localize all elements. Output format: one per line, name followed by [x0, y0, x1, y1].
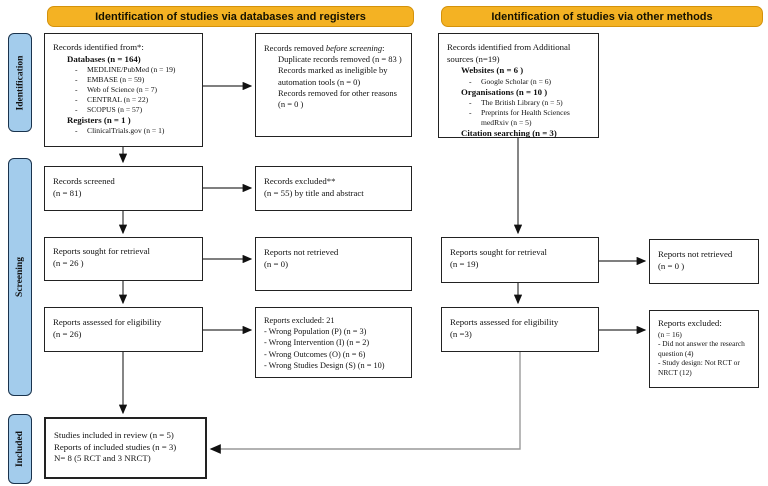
databases-heading: Databases (n = 164)	[67, 53, 141, 64]
box-records-removed: Records removed before screening: Duplic…	[255, 33, 412, 137]
excluded-reason: - Did not answer the research question (…	[658, 339, 745, 358]
excluded-reason: - Study design: Not RCT or NRCT (12)	[658, 358, 740, 378]
register-item: - ClinicalTrials.gov (n = 1)	[53, 126, 194, 136]
stage-identification: Identification	[8, 33, 32, 132]
records-removed-title: Records removed before screening:	[264, 43, 403, 54]
organisation-item-label: The British Library (n = 5)	[481, 98, 563, 108]
banner-other-methods-label: Identification of studies via other meth…	[491, 10, 713, 23]
database-item-label: SCOPUS (n = 57)	[87, 104, 143, 114]
database-item: - Web of Science (n = 7)	[53, 85, 194, 95]
database-item: - EMBASE (n = 59)	[53, 75, 194, 85]
included-line: Studies included in review (n = 5)	[54, 430, 174, 440]
box-records-identified-databases: Records identified from*: Databases (n =…	[44, 33, 203, 147]
website-item: - Google Scholar (n = 6)	[447, 77, 590, 87]
removed-item: Records marked as ineligible by automati…	[278, 65, 388, 87]
reports-not-retrieved-label: Reports not retrieved	[658, 249, 733, 259]
dash-bullet: -	[75, 126, 78, 136]
records-removed-title-prefix: Records removed	[264, 43, 326, 53]
box-reports-excluded-databases: Reports excluded: 21 - Wrong Population …	[255, 307, 412, 378]
included-line: N= 8 (5 RCT and 3 NRCT)	[54, 453, 151, 464]
stage-screening-label: Screening	[15, 257, 25, 297]
dash-bullet: -	[75, 84, 78, 94]
reports-excluded-title: Reports excluded:	[658, 318, 722, 328]
included-line: Reports of included studies (n = 3)	[54, 441, 177, 452]
excluded-count: (n = 16)	[658, 329, 682, 339]
box-studies-included: Studies included in review (n = 5) Repor…	[44, 417, 207, 479]
other-records-intro: Records identified from Additional sourc…	[447, 42, 571, 64]
excluded-reason: - Wrong Outcomes (O) (n = 6)	[264, 349, 366, 359]
database-item: - SCOPUS (n = 57)	[53, 105, 194, 115]
box-records-screened: Records screened (n = 81)	[44, 166, 203, 211]
dash-bullet: -	[75, 75, 78, 85]
reports-assessed-label: Reports assessed for eligibility	[53, 317, 162, 327]
records-screened-count: (n = 81)	[53, 187, 82, 198]
stage-identification-label: Identification	[15, 55, 26, 110]
reports-sought-label: Reports sought for retrieval	[53, 246, 150, 256]
banner-databases-registers-label: Identification of studies via databases …	[95, 10, 366, 23]
removed-item: Duplicate records removed (n = 83 )	[278, 54, 402, 65]
reports-sought-count: (n = 26 )	[53, 257, 84, 268]
box-reports-sought-other: Reports sought for retrieval (n = 19)	[441, 237, 599, 283]
records-identified-intro: Records identified from*:	[53, 42, 144, 52]
dash-bullet: -	[75, 104, 78, 114]
reports-assessed-count: (n =3)	[450, 328, 472, 339]
dash-bullet: -	[75, 94, 78, 104]
excluded-reason: - Wrong Population (P) (n = 3)	[264, 327, 367, 337]
reports-excluded-title: Reports excluded: 21	[264, 316, 335, 325]
websites-heading: Websites (n = 6 )	[461, 65, 524, 76]
organisations-heading: Organisations (n = 10 )	[461, 86, 548, 97]
box-reports-not-retrieved-databases: Reports not retrieved (n = 0)	[255, 237, 412, 291]
records-excluded-label: Records excluded**	[264, 176, 336, 186]
stage-included: Included	[8, 414, 32, 484]
reports-not-retrieved-count: (n = 0 )	[658, 260, 685, 271]
reports-assessed-label: Reports assessed for eligibility	[450, 317, 559, 327]
box-records-identified-other: Records identified from Additional sourc…	[438, 33, 599, 138]
website-item-label: Google Scholar (n = 6)	[481, 76, 552, 86]
box-reports-not-retrieved-other: Reports not retrieved (n = 0 )	[649, 239, 759, 284]
stage-screening: Screening	[8, 158, 32, 396]
box-reports-assessed-other: Reports assessed for eligibility (n =3)	[441, 307, 599, 352]
reports-assessed-count: (n = 26)	[53, 328, 82, 339]
database-item-label: CENTRAL (n = 22)	[87, 94, 149, 104]
citation-searching-heading: Citation searching (n = 3)	[461, 127, 557, 138]
registers-heading: Registers (n = 1 )	[67, 114, 131, 125]
reports-not-retrieved-label: Reports not retrieved	[264, 247, 339, 257]
dash-bullet: -	[469, 98, 472, 108]
records-excluded-count: (n = 55) by title and abstract	[264, 187, 364, 198]
stage-included-label: Included	[15, 431, 25, 467]
excluded-reason: - Wrong Studies Design (S) (n = 10)	[264, 360, 385, 370]
box-reports-sought-databases: Reports sought for retrieval (n = 26 )	[44, 237, 203, 281]
database-item: - MEDLINE/PubMed (n = 19)	[53, 65, 194, 75]
box-reports-excluded-other: Reports excluded: (n = 16) - Did not ans…	[649, 310, 759, 388]
removed-item: Records removed for other reasons (n = 0…	[278, 87, 397, 110]
organisation-item: - The British Library (n = 5)	[447, 98, 590, 108]
database-item-label: MEDLINE/PubMed (n = 19)	[87, 65, 176, 75]
database-item-label: EMBASE (n = 59)	[87, 75, 145, 85]
excluded-reason: - Wrong Intervention (I) (n = 2)	[264, 338, 370, 348]
records-removed-title-suffix: :	[382, 43, 385, 53]
records-removed-title-italic: before screening	[325, 43, 383, 53]
banner-other-methods: Identification of studies via other meth…	[441, 6, 763, 27]
reports-not-retrieved-count: (n = 0)	[264, 258, 289, 269]
dash-bullet: -	[75, 65, 78, 75]
organisation-item: - Preprints for Health Sciences medRxiv …	[447, 108, 590, 128]
database-item: - CENTRAL (n = 22)	[53, 95, 194, 105]
banner-databases-registers: Identification of studies via databases …	[47, 6, 414, 27]
database-item-label: Web of Science (n = 7)	[87, 84, 158, 94]
reports-sought-label: Reports sought for retrieval	[450, 247, 547, 257]
box-reports-assessed-databases: Reports assessed for eligibility (n = 26…	[44, 307, 203, 352]
reports-sought-count: (n = 19)	[450, 258, 479, 269]
dash-bullet: -	[469, 76, 472, 86]
organisation-item-label: Preprints for Health Sciences medRxiv (n…	[481, 108, 570, 128]
dash-bullet: -	[469, 108, 472, 118]
register-item-label: ClinicalTrials.gov (n = 1)	[87, 126, 165, 136]
box-records-excluded-screening: Records excluded** (n = 55) by title and…	[255, 166, 412, 211]
records-screened-label: Records screened	[53, 176, 115, 186]
